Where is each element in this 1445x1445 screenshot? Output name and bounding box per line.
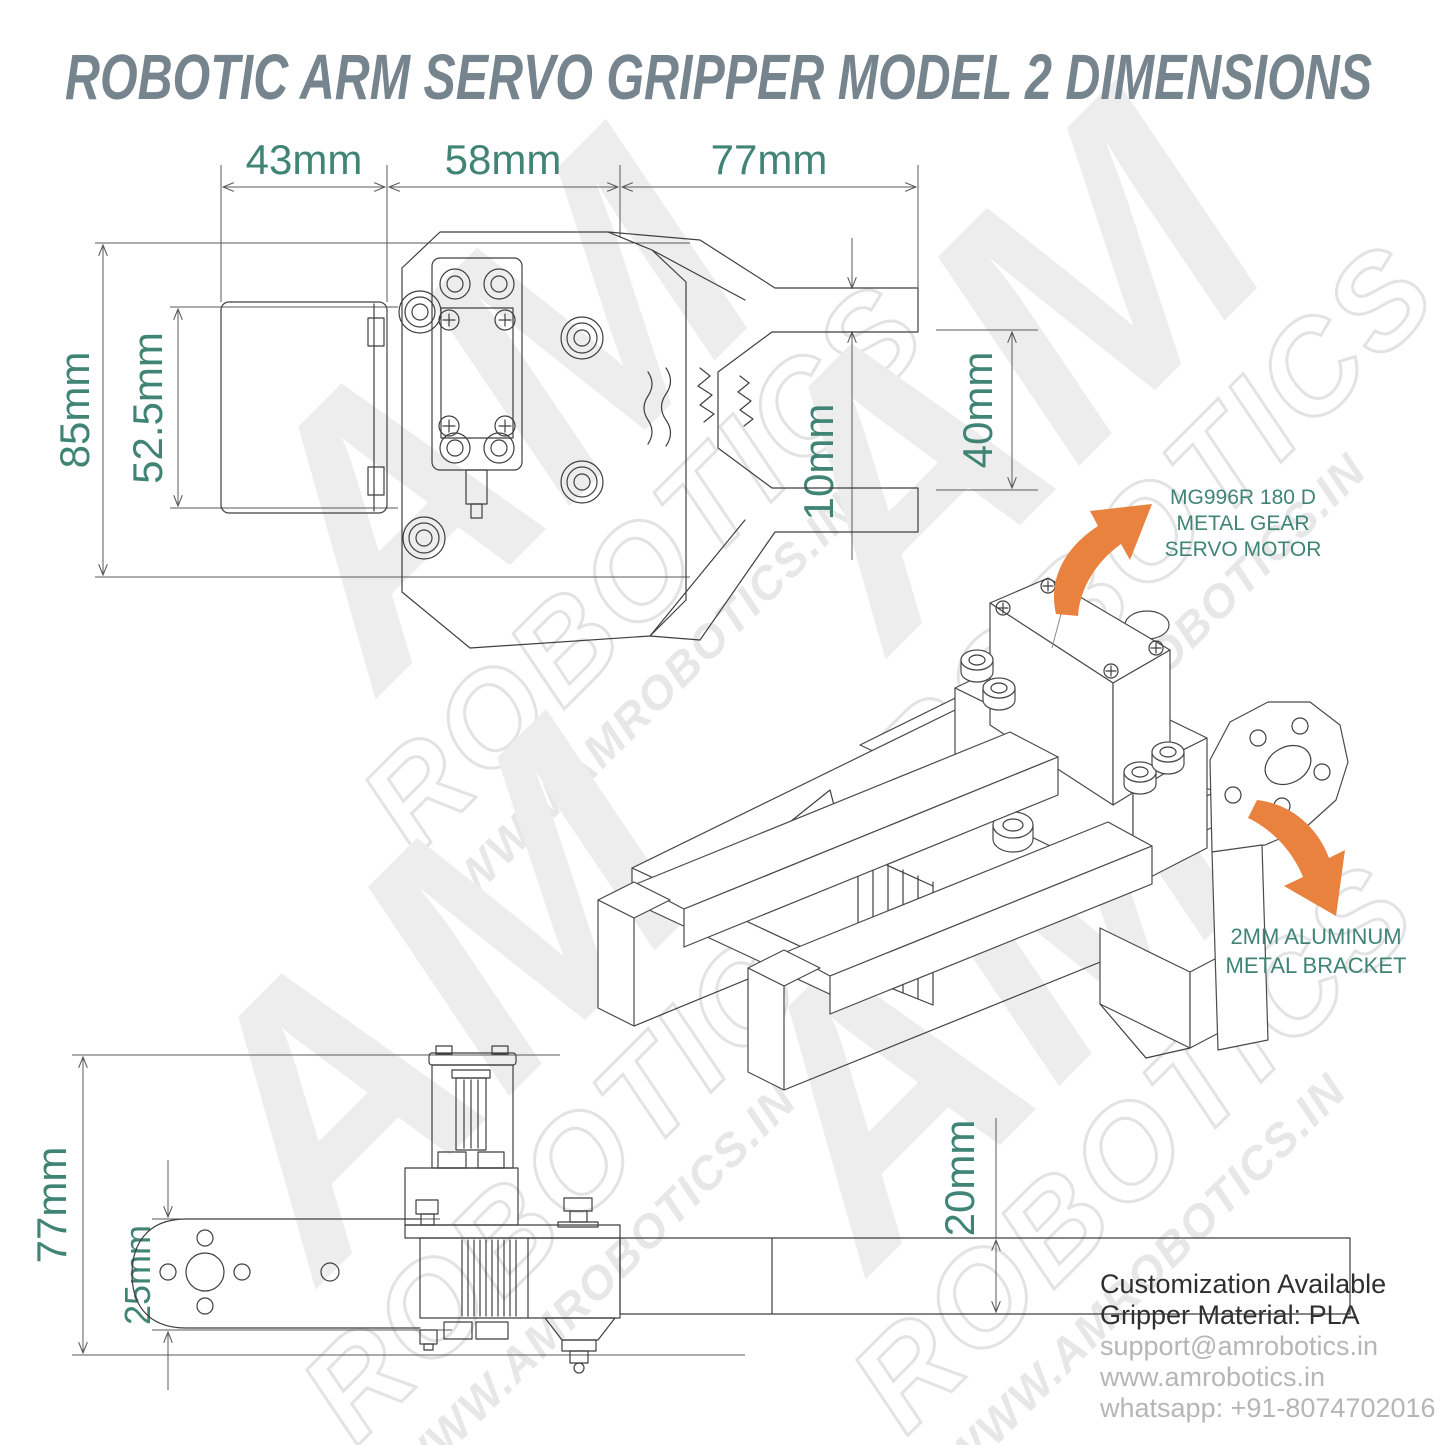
side-gear-block <box>419 1237 621 1319</box>
claw-top-view <box>607 231 919 641</box>
servo-callout-arrow <box>1053 504 1152 616</box>
side-view-drawing <box>131 1045 1351 1374</box>
bracket-outline <box>220 301 388 514</box>
iso-jaw-left <box>597 731 1059 1027</box>
dim-side-total-height: 77mm <box>28 1147 75 1264</box>
bracket-note-line2: METAL BRACKET <box>1226 953 1407 978</box>
side-bottom-hardware <box>419 1317 616 1374</box>
footer-whatsapp: whatsapp: +91-8074702016 <box>1099 1393 1436 1423</box>
servo-note-line2: METAL GEAR <box>1176 512 1309 535</box>
dim-bracket-height: 52.5mm <box>124 332 171 484</box>
side-bracket <box>131 1218 421 1329</box>
footer-info: Customization Available Gripper Material… <box>1099 1269 1436 1423</box>
dim-servo-width: 58mm <box>445 136 562 183</box>
dim-jaw-opening: 40mm <box>954 352 1001 469</box>
dim-arm-thickness: 20mm <box>936 1120 983 1237</box>
mount-plate-outline <box>401 231 687 649</box>
footer-material: Gripper Material: PLA <box>1100 1300 1360 1330</box>
bracket-callout-arrow <box>1248 800 1345 916</box>
top-view-dimensions: 43mm 58mm 77mm 85mm 52.5mm 10mm 40mm <box>51 136 1038 578</box>
dim-jaw-length: 77mm <box>711 136 828 183</box>
top-view-drawing <box>220 231 919 649</box>
dim-side-bracket-height: 25mm <box>117 1225 158 1325</box>
servo-top-view <box>431 257 523 519</box>
callouts: MG996R 180 D METAL GEAR SERVO MOTOR 2MM … <box>1053 486 1407 978</box>
dim-jaw-thickness: 10mm <box>795 404 842 521</box>
dim-total-height: 85mm <box>51 352 98 469</box>
side-view-dimensions: 77mm 25mm 20mm <box>28 1054 1012 1390</box>
page-title: ROBOTIC ARM SERVO GRIPPER MODEL 2 DIMENS… <box>65 41 1372 113</box>
footer-website: www.amrobotics.in <box>1099 1362 1325 1392</box>
dim-bracket-width: 43mm <box>246 136 363 183</box>
bracket-note-line1: 2MM ALUMINUM <box>1230 924 1401 949</box>
isometric-view-drawing <box>597 577 1349 1091</box>
servo-note-line3: SERVO MOTOR <box>1165 538 1322 561</box>
footer-customization: Customization Available <box>1100 1269 1386 1299</box>
side-bolts <box>415 1197 599 1228</box>
iso-metal-bracket <box>1209 701 1349 1051</box>
footer-email: support@amrobotics.in <box>1100 1331 1378 1361</box>
side-arm <box>619 1237 1351 1315</box>
iso-jaw-right <box>747 821 1153 1091</box>
servo-note-line1: MG996R 180 D <box>1170 486 1316 509</box>
plate-washers <box>398 290 604 560</box>
